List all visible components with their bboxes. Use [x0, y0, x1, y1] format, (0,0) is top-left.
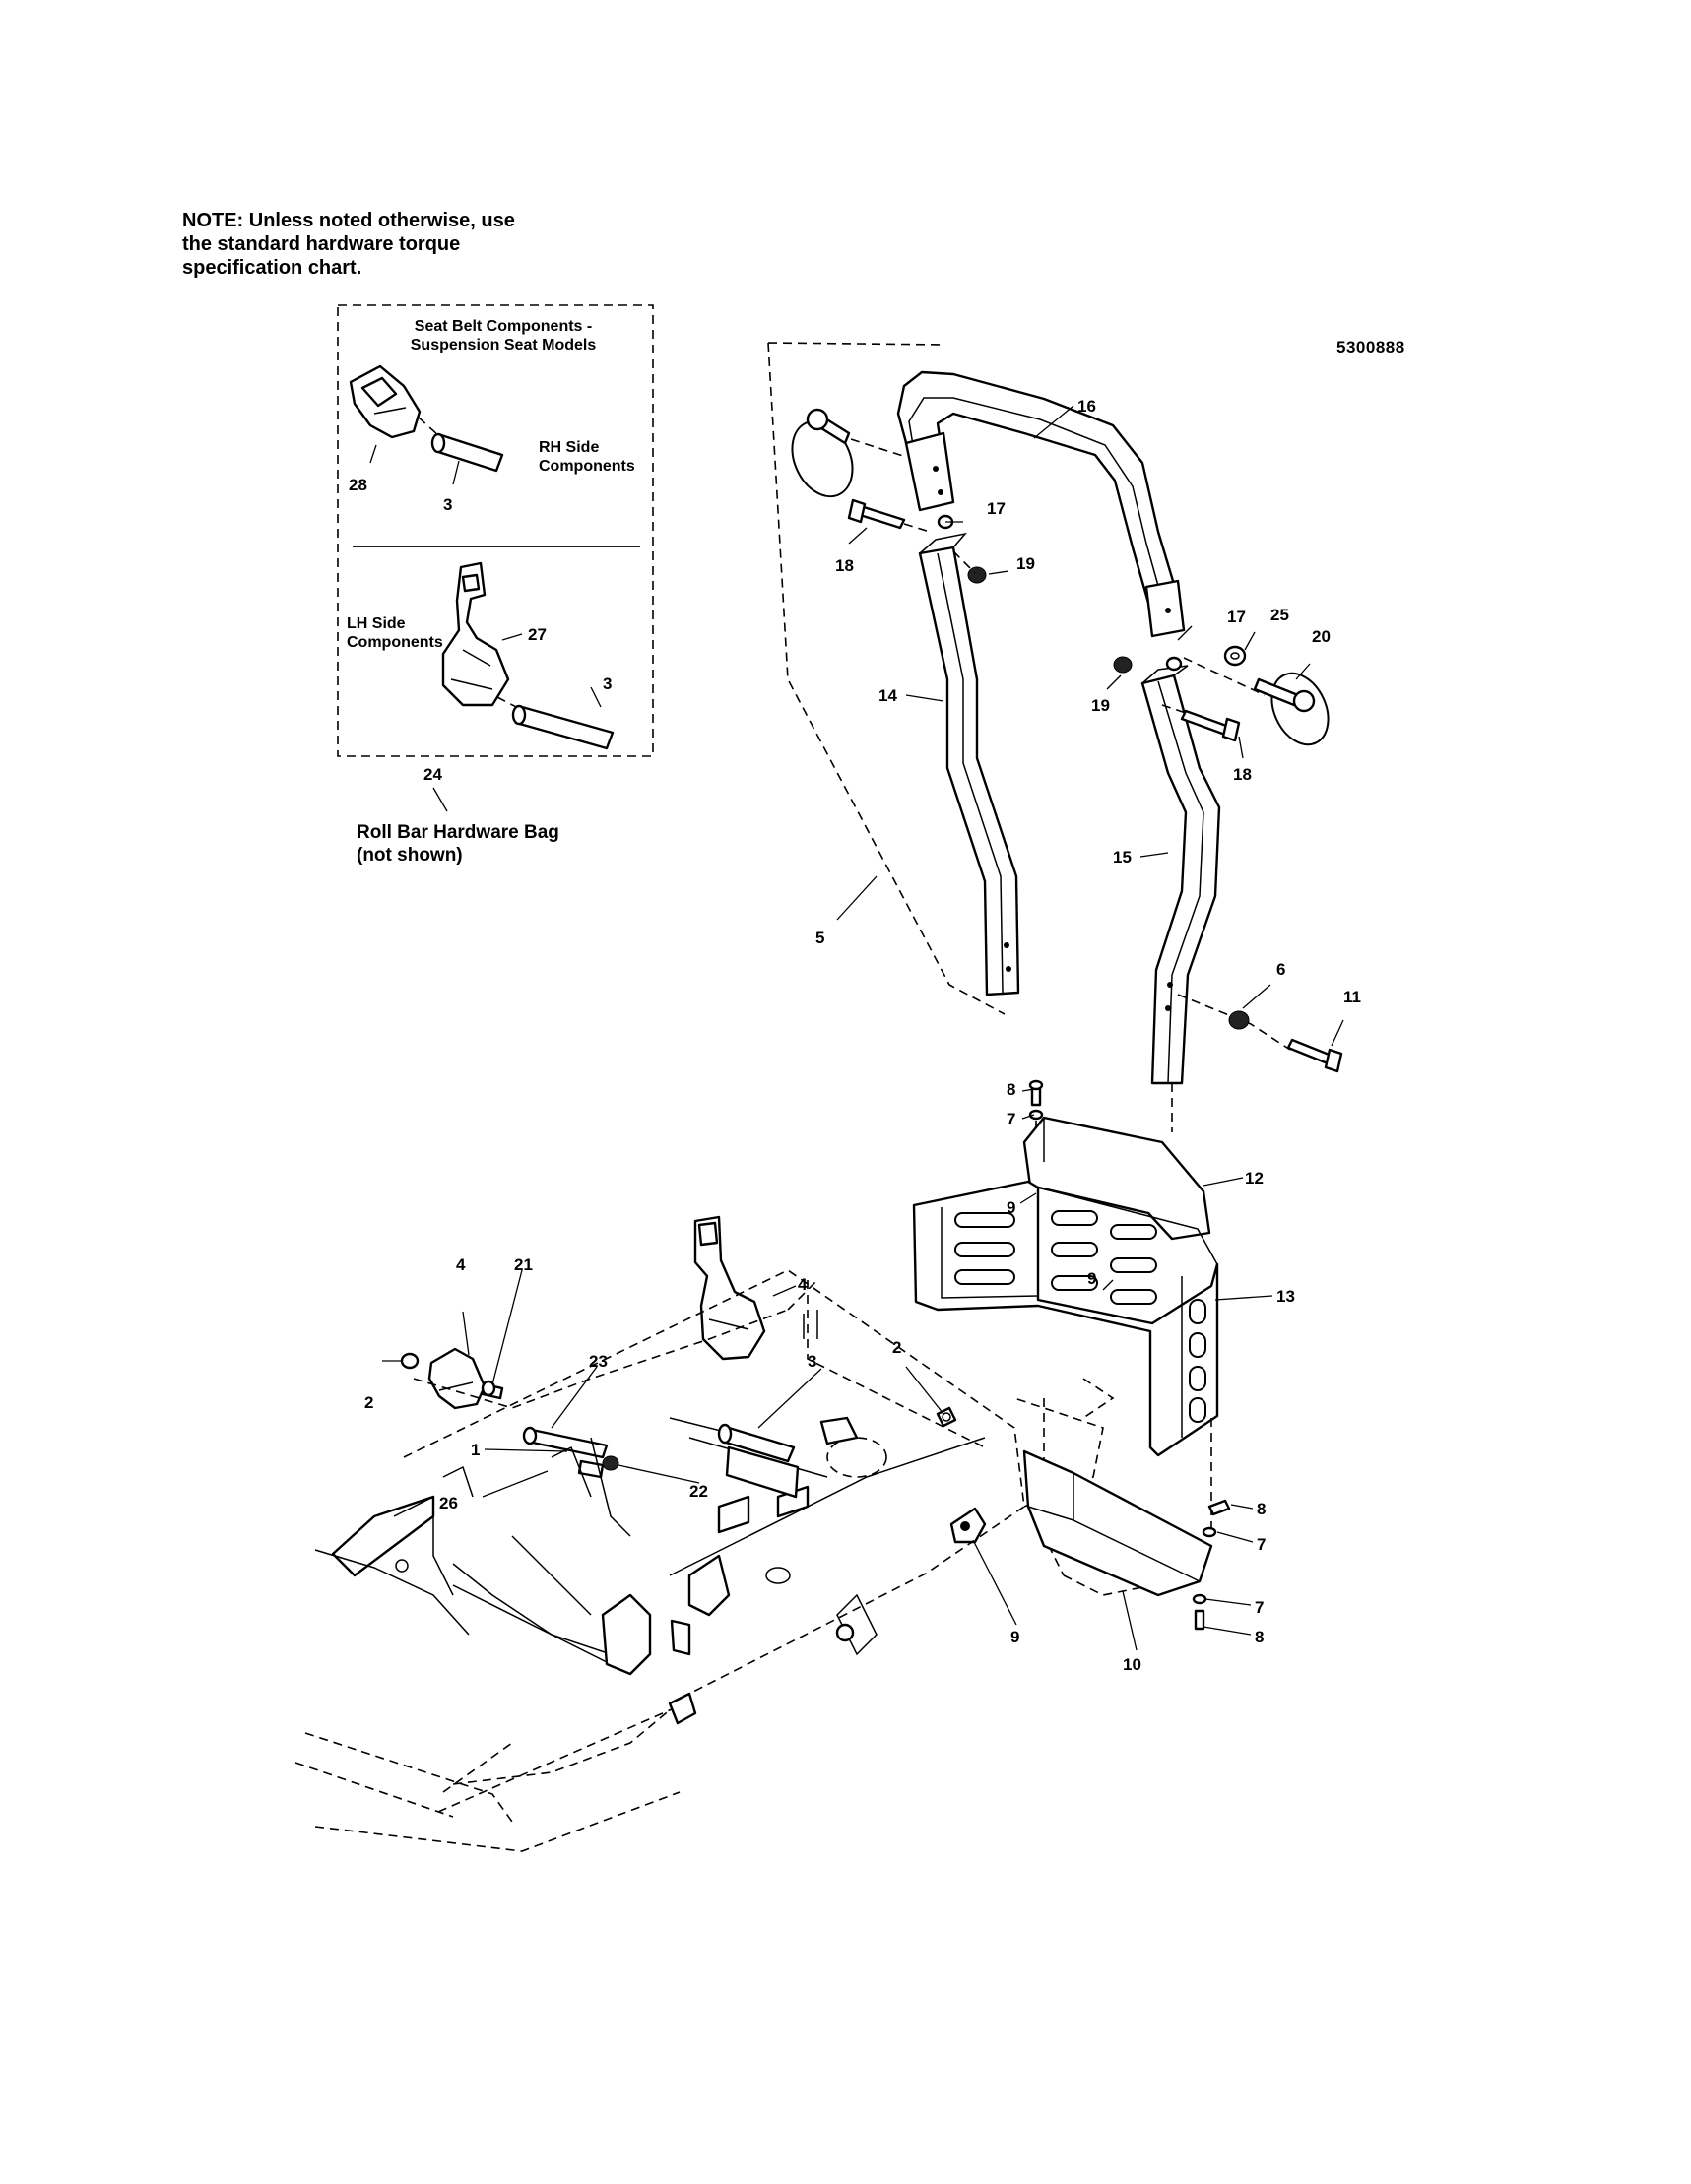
plug-9-lower-part	[949, 1507, 987, 1544]
buckle-rh-part	[349, 364, 422, 439]
roll-bar-upper-part	[896, 370, 1186, 638]
nut-19-right-part	[1113, 656, 1133, 674]
callout-22: 22	[689, 1482, 708, 1501]
callout-9: 9	[1007, 1198, 1015, 1217]
rh-side-label: RH Side Components	[539, 438, 635, 476]
callout-2: 2	[892, 1338, 901, 1357]
callout-17: 17	[1227, 608, 1246, 626]
nut-22-part	[602, 1455, 619, 1471]
bolt-21-part	[481, 1380, 504, 1400]
callout-12: 12	[1245, 1169, 1264, 1188]
callout-26: 26	[439, 1494, 458, 1512]
washer-7-upper-part	[1028, 1109, 1044, 1121]
callout-11: 11	[1343, 988, 1361, 1006]
callout-24: 24	[423, 765, 442, 784]
washer-7-lower-part	[1202, 1526, 1217, 1538]
inset-title-line: Suspension Seat Models	[410, 337, 597, 353]
tube-rh-part	[430, 432, 504, 473]
hardware-bag-line: Roll Bar Hardware Bag	[357, 822, 559, 843]
lh-side-label: LH Side Components	[347, 614, 443, 652]
drawing-number: 5300888	[1336, 338, 1405, 356]
hardware-bag-label: Roll Bar Hardware Bag (not shown)	[357, 821, 559, 867]
callout-9: 9	[1010, 1628, 1019, 1646]
callout-14: 14	[878, 686, 897, 705]
seat-cover-panel-part	[1022, 1116, 1211, 1241]
callout-5: 5	[815, 929, 824, 947]
callout-7: 7	[1007, 1110, 1015, 1128]
screw-8-lower-right-part	[1207, 1499, 1231, 1516]
roll-bar-left-upright-part	[918, 532, 1020, 996]
callout-8: 8	[1257, 1500, 1266, 1518]
hardware-bag-line: (not shown)	[357, 845, 463, 866]
callout-9: 9	[1087, 1269, 1096, 1288]
lh-side-line: LH Side	[347, 615, 406, 632]
callout-2: 2	[364, 1393, 373, 1412]
washer-6-part	[1228, 1010, 1250, 1030]
nut-17-right-part	[1165, 656, 1183, 672]
note-line: the standard hardware torque	[182, 233, 461, 255]
callout-19: 19	[1016, 554, 1035, 573]
callout-13: 13	[1276, 1287, 1295, 1306]
roll-bar-right-upright-part	[1140, 665, 1221, 1085]
callout-7: 7	[1257, 1535, 1266, 1554]
callout-16: 16	[1077, 397, 1096, 416]
callout-21: 21	[514, 1255, 533, 1274]
callout-4: 4	[456, 1255, 466, 1274]
callout-3: 3	[443, 495, 452, 514]
callout-7: 7	[1255, 1598, 1264, 1617]
note-line: specification chart.	[182, 257, 362, 279]
inset-title: Seat Belt Components - Suspension Seat M…	[395, 317, 612, 354]
callout-15: 15	[1113, 848, 1132, 867]
rh-side-line: RH Side	[539, 439, 600, 456]
callout-19: 19	[1091, 696, 1110, 715]
callout-20: 20	[1312, 627, 1331, 646]
rod-23-part	[522, 1426, 609, 1479]
nut-2-left-part	[400, 1352, 420, 1370]
seat-bracket-part	[912, 1180, 1219, 1457]
callout-10: 10	[1123, 1655, 1141, 1674]
washer-25-part	[1223, 645, 1247, 667]
inset-title-line: Seat Belt Components -	[414, 318, 593, 335]
bolt-11-part	[1286, 1038, 1343, 1073]
tube-lh-part	[511, 704, 615, 750]
seat-belt-inset-box	[337, 304, 654, 757]
callout-8: 8	[1007, 1080, 1015, 1099]
callout-27: 27	[528, 625, 547, 644]
torque-note: NOTE: Unless noted otherwise, use the st…	[182, 209, 596, 280]
leader-lines	[369, 405, 1344, 1651]
bolt-18-right-part	[1180, 709, 1241, 742]
hitch-pin-left-part	[791, 408, 854, 498]
note-line: NOTE: Unless noted otherwise, use	[182, 210, 515, 231]
hitch-pin-right-part	[1253, 672, 1330, 746]
seat-belt-standard-part	[693, 1215, 766, 1361]
chassis-frame-solid	[314, 1310, 986, 1725]
rod-3-lower-part	[717, 1423, 796, 1463]
callout-4: 4	[798, 1275, 808, 1294]
callout-3: 3	[603, 674, 612, 693]
washer-7-bottom-part	[1192, 1593, 1207, 1605]
rh-side-line: Components	[539, 458, 635, 475]
callout-17: 17	[987, 499, 1006, 518]
callout-18: 18	[835, 556, 854, 575]
callout-25: 25	[1270, 606, 1289, 624]
callout-8: 8	[1255, 1628, 1264, 1646]
belt-lh-part	[441, 561, 510, 707]
buckle-standard-part	[427, 1347, 487, 1410]
callout-labels: 16 17 19 18 14 17 25 20 19 18 15 6 11 5 …	[349, 397, 1361, 1674]
callout-18: 18	[1233, 765, 1252, 784]
nut-19-left-part	[967, 566, 987, 584]
bolt-18-left-part	[847, 498, 906, 530]
callout-23: 23	[589, 1352, 608, 1371]
screw-8-bottom-part	[1194, 1609, 1205, 1631]
callout-28: 28	[349, 476, 367, 494]
lh-side-line: Components	[347, 634, 443, 651]
channel-10-part	[1022, 1449, 1213, 1597]
callout-3: 3	[808, 1352, 816, 1371]
chassis-frame-outline	[294, 1269, 1212, 1852]
callout-1: 1	[471, 1441, 480, 1459]
callout-6: 6	[1276, 960, 1285, 979]
